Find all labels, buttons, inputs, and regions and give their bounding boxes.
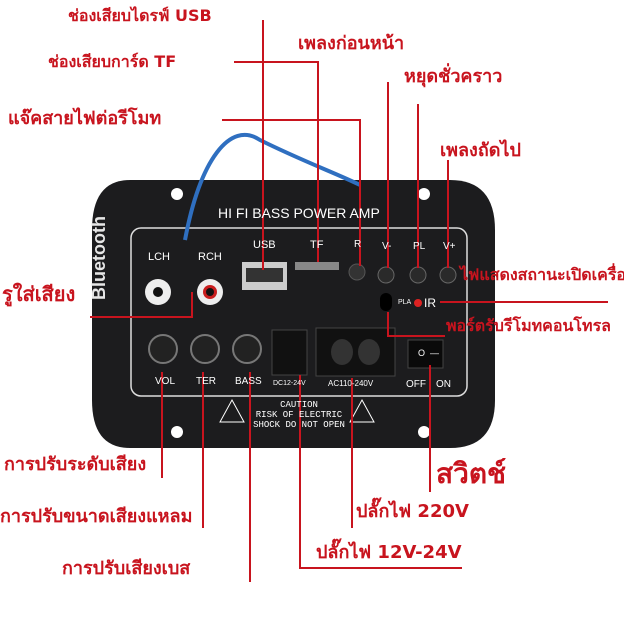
switch-annotation: สวิตช์ — [436, 457, 506, 490]
board-title: HI FI BASS POWER AMP — [218, 205, 380, 221]
previous-annotation: เพลงก่อนหน้า — [298, 33, 405, 54]
tf-annotation: ช่องเสียบการ์ด TF — [48, 52, 177, 71]
prev-label: V- — [382, 241, 392, 252]
treble-label: TER — [196, 376, 216, 387]
warning-icon — [219, 398, 245, 423]
rch-label: RCH — [198, 251, 222, 263]
remote-jack — [348, 263, 366, 281]
ac-socket — [315, 327, 396, 377]
treble-knob — [190, 334, 220, 364]
tf-slot — [295, 262, 339, 270]
power-led — [414, 299, 422, 307]
next-label: V+ — [443, 241, 456, 252]
pause-annotation: หยุดชั่วคราว — [404, 66, 503, 87]
switch-on-symbol: — — [430, 348, 439, 358]
caution-line: RISK OF ELECTRIC — [255, 410, 343, 420]
ir-receiver — [380, 293, 392, 311]
caution-line: CAUTION — [280, 400, 318, 410]
mount-hole — [418, 426, 430, 438]
usb-label: USB — [253, 239, 276, 251]
ac-plug-annotation: ปลั๊กไฟ 220V — [356, 501, 469, 522]
mount-hole — [418, 188, 430, 200]
vol-knob — [148, 334, 178, 364]
bass-label: BASS — [235, 376, 262, 387]
on-label: ON — [436, 379, 451, 390]
ir-port-annotation: พอร์ตรับรีโมทคอนโทรล — [446, 316, 611, 335]
play-button — [409, 266, 427, 284]
bluetooth-brand: Bluetooth — [89, 216, 109, 300]
amp-board — [92, 180, 495, 448]
ir-label: IR — [424, 296, 436, 310]
usb-annotation: ช่องเสียบไดรฟ์ USB — [68, 6, 212, 25]
remote-label: R — [354, 239, 362, 250]
dc-label: DC12-24V — [273, 380, 306, 387]
next-annotation: เพลงถัดไป — [440, 140, 521, 161]
next-button — [439, 266, 457, 284]
ac-label: AC110-240V — [328, 379, 374, 388]
dc-plug-annotation: ปลั๊กไฟ 12V-24V — [316, 542, 462, 563]
mount-hole — [171, 426, 183, 438]
vol-label: VOL — [155, 376, 176, 387]
warning-icon — [349, 398, 375, 423]
lch-label: LCH — [148, 251, 171, 263]
treble-annotation: การปรับขนาดเสียงแหลม — [0, 506, 193, 527]
tf-label: TF — [310, 239, 324, 251]
mount-hole — [171, 188, 183, 200]
play-label: PL — [413, 241, 426, 252]
play-led-label: PLA — [398, 299, 412, 306]
power-switch — [407, 339, 444, 369]
bass-annotation: การปรับเสียงเบส — [62, 558, 191, 579]
switch-off-symbol: O — [418, 348, 426, 358]
caution-text: CAUTION RISK OF ELECTRIC SHOCK DO NOT OP… — [250, 400, 348, 430]
audio-in-annotation: รูใส่เสียง — [2, 282, 76, 306]
remote-jack-annotation: แจ๊คสายไฟต่อรีโมท — [8, 108, 162, 129]
off-label: OFF — [406, 379, 426, 390]
prev-button — [377, 266, 395, 284]
volume-annotation: การปรับระดับเสียง — [4, 454, 147, 475]
caution-line: SHOCK DO NOT OPEN — [253, 420, 345, 430]
remote-wire — [183, 132, 361, 241]
leader-lines — [90, 20, 608, 582]
power-led-annotation: ไฟแสดงสถานะเปิดเครื่อง — [460, 265, 624, 284]
bass-knob — [232, 334, 262, 364]
dc-jack — [271, 329, 308, 376]
